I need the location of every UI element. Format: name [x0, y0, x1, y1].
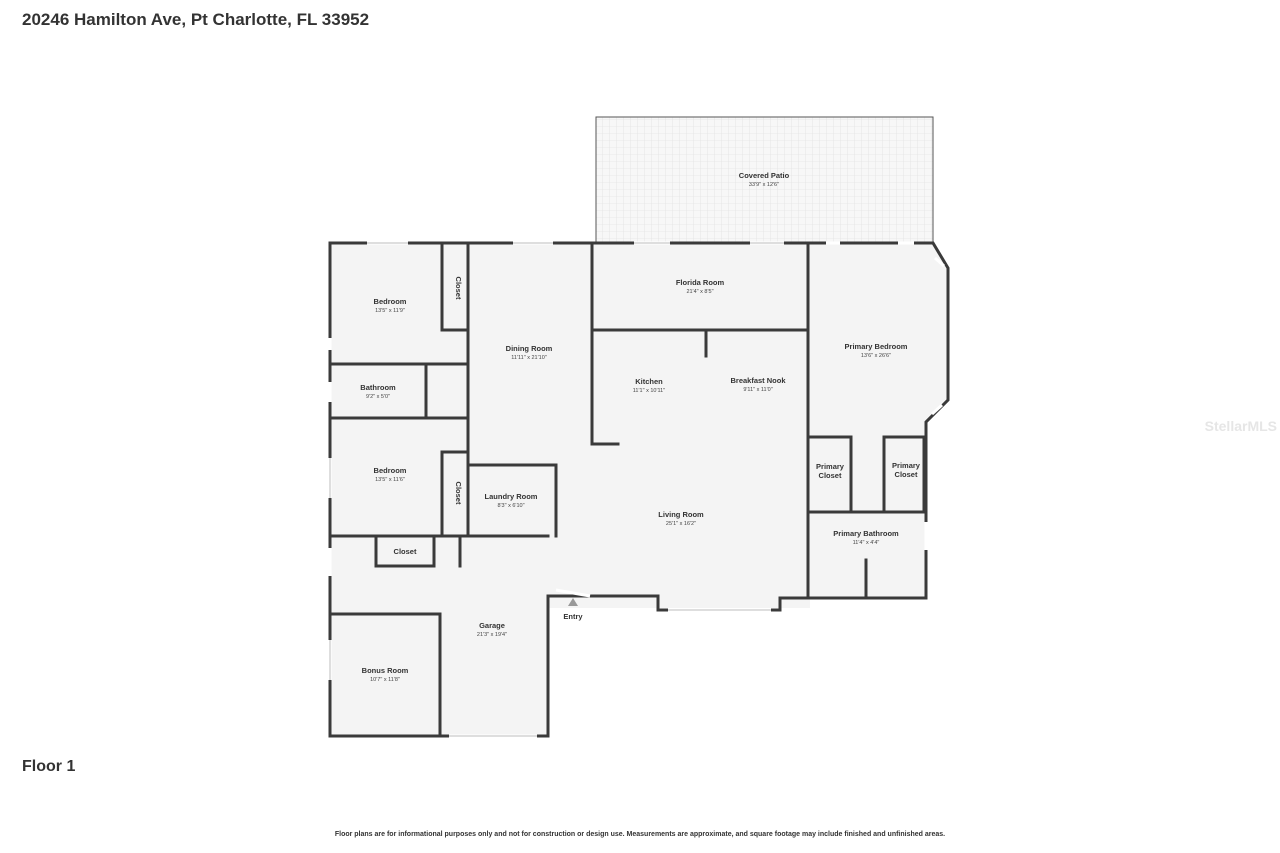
entry-label: Entry: [563, 612, 583, 621]
mls-watermark: StellarMLS: [1204, 418, 1277, 434]
room-bedroom-1-dims: 13'5" x 11'9": [375, 308, 405, 314]
room-primary-bathroom-dims: 11'4" x 4'4": [853, 540, 880, 546]
room-kitchen-name: Kitchen: [635, 377, 663, 386]
room-bedroom-1-name: Bedroom: [374, 297, 407, 306]
room-covered-patio-dims: 33'9" x 12'6": [749, 182, 779, 188]
entry-arrow-icon: [568, 598, 578, 606]
room-primary-bedroom-dims: 13'6" x 26'6": [861, 353, 891, 359]
room-dining-room-dims: 11'11" x 21'10": [511, 355, 547, 361]
room-primary-closet-2-line1: Primary: [892, 461, 921, 470]
room-closet-1-name: Closet: [454, 277, 463, 300]
room-primary-bedroom-name: Primary Bedroom: [845, 342, 908, 351]
room-breakfast-nook-name: Breakfast Nook: [730, 376, 786, 385]
floor-label: Floor 1: [22, 758, 76, 775]
room-living-room-name: Living Room: [658, 510, 704, 519]
room-garage-name: Garage: [479, 621, 505, 630]
property-address: 20246 Hamilton Ave, Pt Charlotte, FL 339…: [22, 10, 370, 29]
room-covered-patio-name: Covered Patio: [739, 171, 790, 180]
room-florida-room-dims: 21'4" x 8'5": [686, 289, 713, 295]
room-laundry-room-name: Laundry Room: [485, 492, 538, 501]
room-garage-dims: 21'3" x 19'4": [477, 632, 507, 638]
room-living-room-dims: 25'1" x 16'2": [666, 521, 696, 527]
room-primary-bathroom-name: Primary Bathroom: [833, 529, 899, 538]
room-closet-3-name: Closet: [394, 547, 417, 556]
room-primary-closet-1-line2: Closet: [819, 471, 842, 480]
room-bathroom-name: Bathroom: [360, 383, 396, 392]
room-primary-closet-2-line2: Closet: [895, 470, 918, 479]
room-bonus-room-name: Bonus Room: [362, 666, 409, 675]
room-primary-closet-1-line1: Primary: [816, 462, 845, 471]
covered-patio-area: [595, 116, 934, 244]
room-breakfast-nook-dims: 9'11" x 11'0": [743, 387, 772, 393]
floor-fill: [330, 243, 948, 736]
room-bedroom-2-dims: 13'5" x 11'6": [375, 477, 405, 483]
window-lines: [329, 242, 784, 737]
room-closet-2-name: Closet: [454, 482, 463, 505]
room-bonus-room-dims: 10'7" x 11'8": [370, 677, 400, 683]
walls: [328, 241, 950, 738]
room-dining-room-name: Dining Room: [506, 344, 553, 353]
room-kitchen-dims: 11'1" x 10'11": [633, 388, 665, 394]
room-florida-room-name: Florida Room: [676, 278, 725, 287]
room-laundry-room-dims: 8'3" x 6'10": [497, 503, 524, 509]
disclaimer-text: Floor plans are for informational purpos…: [334, 831, 946, 838]
room-bathroom-dims: 9'2" x 5'0": [366, 394, 390, 400]
room-bedroom-2-name: Bedroom: [374, 466, 407, 475]
